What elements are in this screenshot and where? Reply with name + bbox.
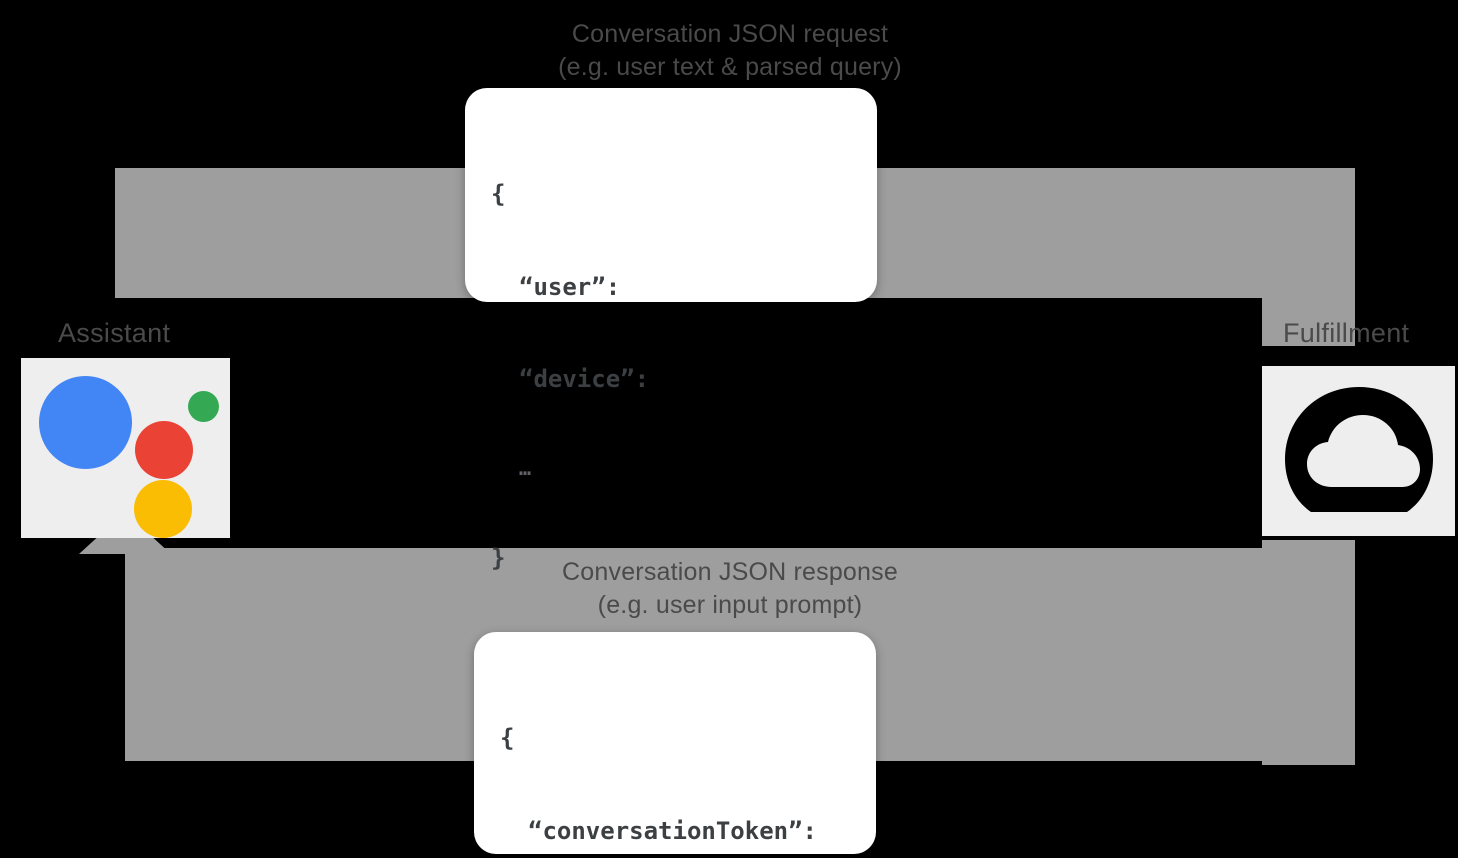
request-flow-label-line1: Conversation JSON request xyxy=(571,20,889,48)
json-request-close-brace: } xyxy=(491,543,506,572)
request-flow-label-line2: (e.g. user text & parsed query) xyxy=(558,52,902,81)
json-response-open-brace: { xyxy=(500,724,515,753)
request-flow-label: Conversation JSON request (e.g. user tex… xyxy=(400,18,1060,83)
json-request-ellipsis: … xyxy=(519,455,532,480)
assistant-green-dot-icon xyxy=(188,391,219,422)
assistant-red-dot-icon xyxy=(135,421,193,479)
response-arrow-vertical xyxy=(1262,540,1355,765)
json-request-open-brace: { xyxy=(491,180,506,209)
json-request-key-device: “device”: xyxy=(519,364,650,393)
json-request-key-user: “user”: xyxy=(519,272,621,301)
json-response-key-conversation-token: “conversationToken”: xyxy=(528,816,817,845)
google-assistant-icon xyxy=(21,358,230,538)
json-request-card: { “user”: “device”: … } xyxy=(465,88,877,572)
assistant-caption: Assistant xyxy=(58,318,171,348)
cloud-functions-icon xyxy=(1262,366,1455,536)
json-response-card: { “conversationToken”: “userStorage”: … … xyxy=(474,632,876,854)
request-arrowhead-down-icon xyxy=(1262,290,1355,332)
fulfillment-caption: Fulfillment xyxy=(1283,318,1410,348)
assistant-blue-dot-icon xyxy=(39,376,132,469)
assistant-yellow-dot-icon xyxy=(134,480,192,538)
